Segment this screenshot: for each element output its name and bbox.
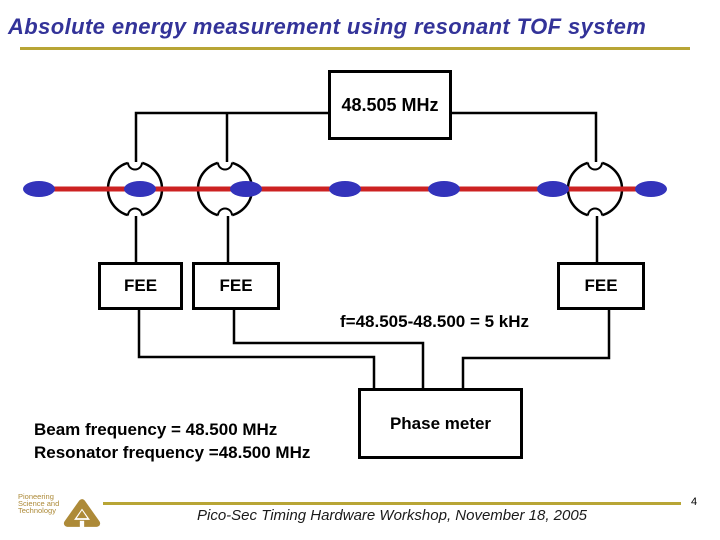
- fee-box-3: FEE: [557, 262, 645, 310]
- bunch-icon: [329, 181, 361, 197]
- slide-title: Absolute energy measurement using resona…: [8, 14, 647, 39]
- oscillator-box: 48.505 MHz: [328, 70, 452, 140]
- lab-tagline: Pioneering Science and Technology: [18, 492, 60, 515]
- phase-meter-label: Phase meter: [389, 413, 492, 433]
- bunch-icon: [428, 181, 460, 197]
- beam-bunches: [23, 181, 667, 197]
- footer-rule: [103, 502, 681, 505]
- bunch-icon: [23, 181, 55, 197]
- bunch-icon: [537, 181, 569, 197]
- fee-box-2: FEE: [192, 262, 280, 310]
- fee-box-1: FEE: [98, 262, 183, 310]
- tagline-line: Pioneering: [18, 492, 54, 501]
- title-underline: [20, 47, 690, 50]
- resonator-frequency-text: Resonator frequency =48.500 MHz: [34, 442, 311, 462]
- fee-label: FEE: [123, 276, 158, 295]
- lab-triangle-logo-icon: [63, 499, 101, 528]
- bunch-icon: [230, 181, 262, 197]
- wire-fee2-phasemeter: [232, 310, 425, 388]
- page-number: 4: [691, 496, 698, 508]
- wire-fee3-phasemeter: [461, 310, 611, 388]
- phase-meter-box: Phase meter: [358, 388, 523, 459]
- signal-wires: [134, 111, 611, 388]
- tagline-line: Technology: [18, 505, 56, 515]
- fee-label: FEE: [219, 276, 253, 295]
- wire-oscillator-left: [134, 111, 328, 162]
- footer-caption: Pico-Sec Timing Hardware Workshop, Novem…: [197, 507, 588, 524]
- beam-frequency-text: Beam frequency = 48.500 MHz: [34, 420, 278, 439]
- wire-oscillator-right: [452, 111, 598, 162]
- frequency-notes: Beam frequency = 48.500 MHz Resonator fr…: [34, 419, 310, 464]
- bunch-icon: [124, 181, 156, 197]
- bunch-icon: [635, 181, 667, 197]
- wire-fee1-phasemeter: [137, 310, 376, 388]
- oscillator-label: 48.505 MHz: [341, 94, 439, 115]
- fee-label: FEE: [584, 276, 618, 295]
- tagline-line: Science and: [18, 498, 60, 508]
- beat-frequency-formula: f=48.505-48.500 = 5 kHz: [340, 312, 530, 331]
- tof-schematic-diagram: [23, 111, 667, 388]
